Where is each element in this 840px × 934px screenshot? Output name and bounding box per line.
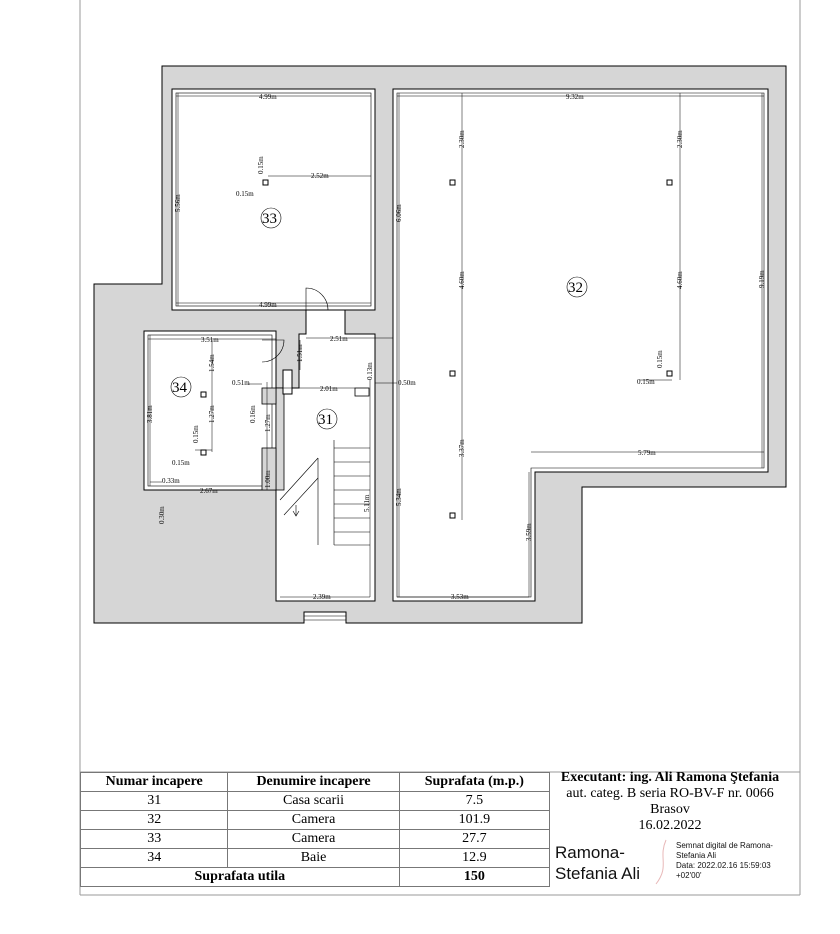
svg-text:2.67m: 2.67m [200, 487, 218, 495]
table-row: 32 Camera 101.9 [79, 810, 551, 830]
svg-text:0.33m: 0.33m [162, 477, 180, 485]
svg-text:1.27m: 1.27m [208, 405, 216, 423]
svg-text:1.27m: 1.27m [264, 414, 272, 432]
room-label-31: 31 [318, 412, 333, 428]
svg-text:3.37m: 3.37m [458, 439, 466, 457]
signature-meta: Semnat digital de Ramona- Stefania Ali D… [676, 841, 773, 880]
svg-text:2.30m: 2.30m [676, 130, 684, 148]
svg-text:9.19m: 9.19m [758, 270, 766, 288]
svg-text:0.15m: 0.15m [637, 378, 655, 386]
room-label-32: 32 [568, 280, 583, 296]
svg-text:3.59m: 3.59m [525, 523, 533, 541]
svg-text:0.15m: 0.15m [257, 156, 265, 174]
svg-text:1.00m: 1.00m [264, 470, 272, 488]
area-table: Numar incapere Denumire incapere Suprafa… [79, 772, 551, 887]
table-row: 31 Casa scarii 7.5 [79, 791, 551, 811]
svg-text:0.15m: 0.15m [192, 425, 200, 443]
room-32-floor [392, 88, 769, 602]
svg-text:2.30m: 2.30m [458, 130, 466, 148]
svg-text:0.15m: 0.15m [236, 190, 254, 198]
svg-text:1.54m: 1.54m [208, 354, 216, 372]
svg-text:4.99m: 4.99m [259, 301, 277, 309]
room-34-floor [143, 330, 277, 491]
svg-text:5.34m: 5.34m [395, 488, 403, 506]
markers [200, 179, 673, 519]
stairs [279, 440, 370, 546]
svg-text:5.79m: 5.79m [638, 449, 656, 457]
room-33-floor [171, 88, 376, 311]
svg-text:0.50m: 0.50m [398, 379, 416, 387]
authorization: aut. categ. B seria RO-BV-F nr. 0066 [566, 786, 774, 801]
svg-text:5.11m: 5.11m [363, 494, 371, 512]
svg-text:4.99m: 4.99m [259, 93, 277, 101]
svg-text:5.56m: 5.56m [174, 194, 182, 212]
svg-text:9.32m: 9.32m [566, 93, 584, 101]
svg-text:4.60m: 4.60m [458, 271, 466, 289]
svg-text:3.53m: 3.53m [451, 593, 469, 601]
col-area: Suprafata (m.p.) [398, 772, 551, 792]
svg-text:0.15m: 0.15m [656, 350, 664, 368]
col-room-number: Numar incapere [79, 772, 229, 792]
total-row: Suprafata utila 150 [80, 867, 551, 887]
svg-text:2.52m: 2.52m [311, 172, 329, 180]
table-row: 34 Baie 12.9 [79, 848, 551, 868]
svg-text:0.30m: 0.30m [158, 506, 166, 524]
svg-text:0.51m: 0.51m [232, 379, 250, 387]
dimension-labels: 4.99m 9.32m 0.15m 2.52m 0.15m 2.30m 2.30… [146, 93, 766, 601]
room-label-34: 34 [172, 380, 188, 396]
svg-text:2.01m: 2.01m [320, 385, 338, 393]
svg-text:0.13m: 0.13m [366, 362, 374, 380]
date: 16.02.2022 [638, 818, 702, 833]
total-value: 150 [398, 867, 551, 887]
svg-text:2.51m: 2.51m [330, 335, 348, 343]
signature-mark-icon [655, 839, 667, 885]
svg-text:1.51m: 1.51m [296, 344, 304, 362]
executant-block: Executant: ing. Ali Ramona Ştefania aut.… [550, 770, 790, 834]
table-row: 33 Camera 27.7 [79, 829, 551, 849]
col-room-name: Denumire incapere [227, 772, 400, 792]
svg-text:2.39m: 2.39m [313, 593, 331, 601]
svg-text:3.81m: 3.81m [146, 405, 154, 423]
svg-text:4.60m: 4.60m [676, 271, 684, 289]
executant-name: Executant: ing. Ali Ramona Ştefania [560, 770, 780, 785]
signature-name: Ramona- Stefania Ali [555, 843, 641, 883]
svg-text:6.06m: 6.06m [395, 204, 403, 222]
svg-text:0.15m: 0.15m [172, 459, 190, 467]
room-label-33: 33 [262, 211, 277, 227]
svg-text:3.51m: 3.51m [201, 336, 219, 344]
total-label: Suprafata utila [80, 867, 400, 887]
city: Brasov [650, 802, 690, 817]
svg-text:0.16m: 0.16m [249, 405, 257, 423]
